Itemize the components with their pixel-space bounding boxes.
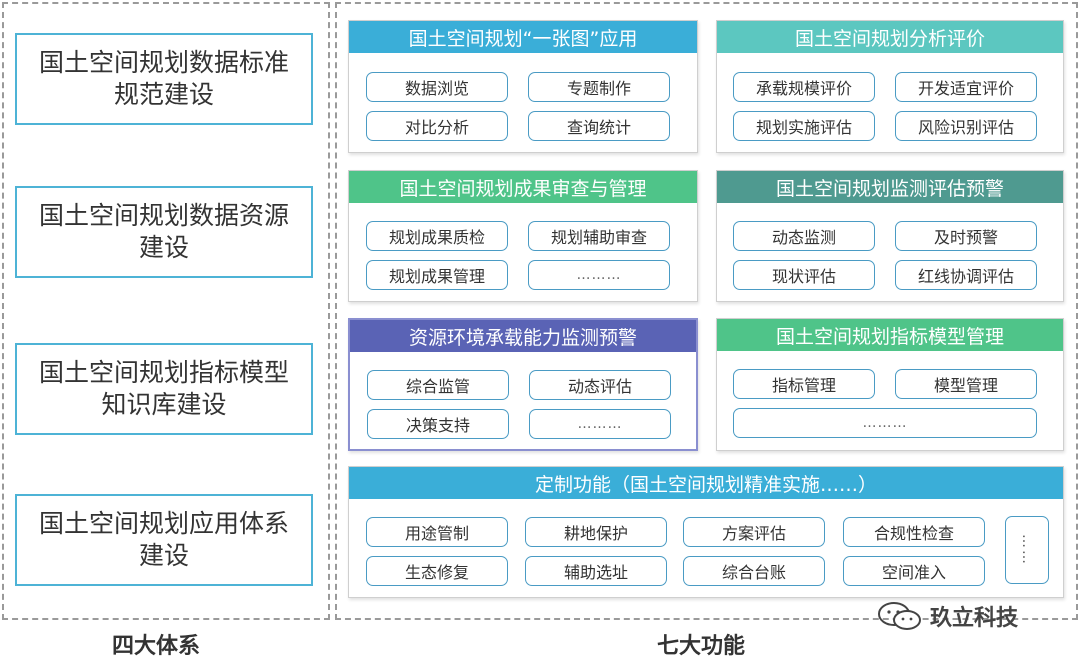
more-items-vertical[interactable]: …… bbox=[1005, 516, 1049, 584]
panel-title: 国土空间规划指标模型管理 bbox=[717, 319, 1063, 351]
function-item[interactable]: 开发适宜评价 bbox=[895, 72, 1037, 102]
more-items[interactable]: ……… bbox=[733, 408, 1037, 438]
function-item[interactable]: 风险识别评估 bbox=[895, 111, 1037, 141]
wechat-icon bbox=[878, 602, 921, 630]
function-item[interactable]: 查询统计 bbox=[528, 111, 670, 141]
function-item[interactable]: 专题制作 bbox=[528, 72, 670, 102]
panel-resource-capacity: 资源环境承载能力监测预警 综合监管 动态评估 决策支持 ……… bbox=[348, 318, 698, 451]
function-item[interactable]: 辅助选址 bbox=[525, 556, 667, 586]
function-item[interactable]: 指标管理 bbox=[733, 369, 875, 399]
seven-functions-frame bbox=[335, 2, 1078, 620]
panel-title: 国土空间规划“一张图”应用 bbox=[349, 21, 697, 53]
system-box-knowledge-base: 国土空间规划指标模型知识库建设 bbox=[15, 343, 313, 435]
panel-title: 国土空间规划分析评价 bbox=[717, 21, 1063, 53]
panel-analysis-evaluation: 国土空间规划分析评价 承载规模评价 开发适宜评价 规划实施评估 风险识别评估 bbox=[716, 20, 1064, 153]
watermark-text: 玖立科技 bbox=[930, 606, 1019, 631]
function-item[interactable]: 合规性检查 bbox=[843, 517, 985, 547]
system-box-data-resource: 国土空间规划数据资源建设 bbox=[15, 186, 313, 278]
function-item[interactable]: 综合监管 bbox=[367, 370, 509, 400]
panel-custom-functions: 定制功能（国土空间规划精准实施……） 用途管制 耕地保护 方案评估 合规性检查 … bbox=[348, 466, 1064, 598]
function-item[interactable]: 规划实施评估 bbox=[733, 111, 875, 141]
function-item[interactable]: 空间准入 bbox=[843, 556, 985, 586]
watermark: 玖立科技 bbox=[876, 600, 1018, 632]
function-item[interactable]: 动态监测 bbox=[733, 221, 875, 251]
panel-indicator-model: 国土空间规划指标模型管理 指标管理 模型管理 ……… bbox=[716, 318, 1064, 451]
function-item[interactable]: 动态评估 bbox=[529, 370, 671, 400]
vertical-ellipsis: …… bbox=[1019, 534, 1035, 566]
function-item[interactable]: 模型管理 bbox=[895, 369, 1037, 399]
function-item[interactable]: 承载规模评价 bbox=[733, 72, 875, 102]
function-item[interactable]: 红线协调评估 bbox=[895, 260, 1037, 290]
system-box-data-standard: 国土空间规划数据标准规范建设 bbox=[15, 33, 313, 125]
right-caption: 七大功能 bbox=[657, 634, 746, 659]
panel-monitoring-warning: 国土空间规划监测评估预警 动态监测 及时预警 现状评估 红线协调评估 bbox=[716, 170, 1064, 302]
panel-one-map: 国土空间规划“一张图”应用 数据浏览 专题制作 对比分析 查询统计 bbox=[348, 20, 698, 153]
function-item[interactable]: 综合台账 bbox=[683, 556, 825, 586]
more-items[interactable]: ……… bbox=[529, 409, 671, 439]
function-item[interactable]: 及时预警 bbox=[895, 221, 1037, 251]
function-item[interactable]: 规划成果管理 bbox=[366, 260, 508, 290]
system-box-application: 国土空间规划应用体系建设 bbox=[15, 494, 313, 586]
four-systems-frame bbox=[2, 2, 330, 620]
panel-title: 国土空间规划成果审查与管理 bbox=[349, 171, 697, 203]
function-item[interactable]: 数据浏览 bbox=[366, 72, 508, 102]
function-item[interactable]: 现状评估 bbox=[733, 260, 875, 290]
function-item[interactable]: 规划成果质检 bbox=[366, 221, 508, 251]
function-item[interactable]: 用途管制 bbox=[366, 517, 508, 547]
panel-title: 定制功能（国土空间规划精准实施……） bbox=[349, 467, 1063, 499]
function-item[interactable]: 规划辅助审查 bbox=[528, 221, 670, 251]
more-items[interactable]: ……… bbox=[528, 260, 670, 290]
panel-title: 国土空间规划监测评估预警 bbox=[717, 171, 1063, 203]
left-caption: 四大体系 bbox=[112, 634, 201, 659]
function-item[interactable]: 耕地保护 bbox=[525, 517, 667, 547]
function-item[interactable]: 方案评估 bbox=[683, 517, 825, 547]
function-item[interactable]: 决策支持 bbox=[367, 409, 509, 439]
function-item[interactable]: 对比分析 bbox=[366, 111, 508, 141]
panel-title: 资源环境承载能力监测预警 bbox=[350, 320, 696, 352]
function-item[interactable]: 生态修复 bbox=[366, 556, 508, 586]
panel-review-management: 国土空间规划成果审查与管理 规划成果质检 规划辅助审查 规划成果管理 ……… bbox=[348, 170, 698, 302]
